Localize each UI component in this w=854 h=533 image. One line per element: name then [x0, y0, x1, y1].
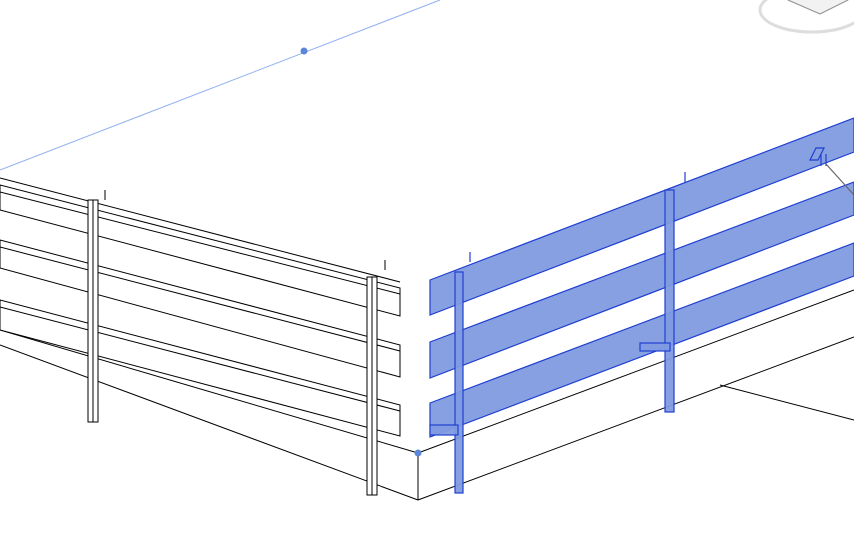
boundary-guide-line[interactable]	[0, 0, 441, 171]
flip-control-icon[interactable]	[809, 147, 854, 196]
floor-slab[interactable]	[0, 177, 854, 501]
railing-right-selected[interactable]	[429, 117, 854, 494]
viewcube-icon[interactable]	[758, 0, 854, 34]
railing-left[interactable]	[0, 184, 401, 496]
endpoint-grip-icon[interactable]	[300, 47, 308, 55]
corner-grip-icon	[414, 449, 422, 457]
